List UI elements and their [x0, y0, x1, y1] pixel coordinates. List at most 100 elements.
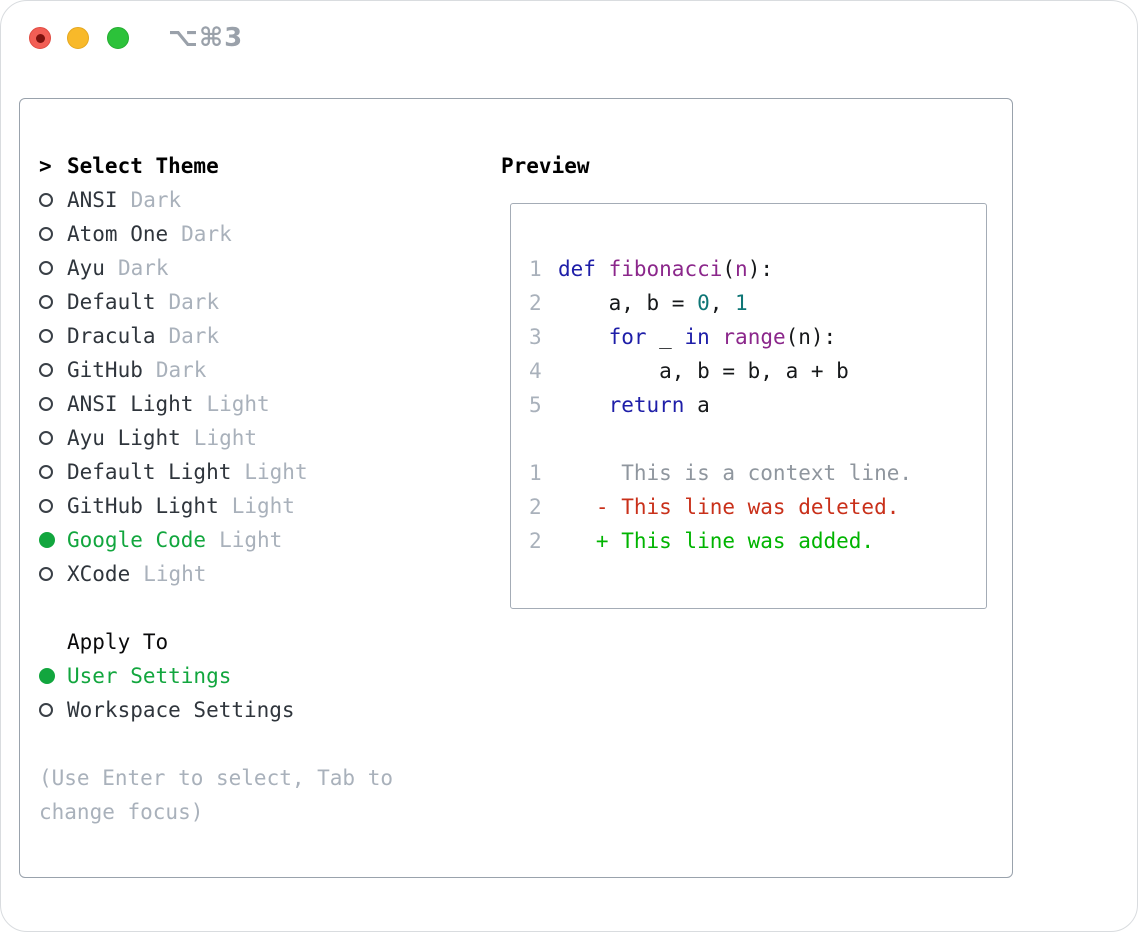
help-text-line-1: (Use Enter to select, Tab to [39, 766, 394, 790]
code-segment-pln: ): [747, 257, 773, 281]
radio-icon [39, 329, 53, 343]
select-theme-header: > Select Theme [39, 149, 393, 183]
code-segment-lit: 0 [697, 291, 710, 315]
radio-icon [39, 295, 53, 309]
theme-variant-label: Light [219, 528, 283, 552]
code-segment-ctx: This is a context line. [558, 461, 913, 485]
select-theme-title: Select Theme [67, 154, 219, 178]
code-segment-pln: _ [646, 325, 685, 349]
theme-option-marker [39, 193, 67, 207]
keyboard-shortcut-label: ⌥⌘3 [168, 23, 244, 53]
theme-option[interactable]: Google Code Light [39, 523, 393, 557]
theme-variant-label: Dark [168, 324, 220, 348]
preview-line: 2 - This line was deleted. [529, 490, 986, 524]
theme-option[interactable]: Dracula Dark [39, 319, 393, 353]
theme-option[interactable]: Default Light Light [39, 455, 393, 489]
preview-blank-line [529, 422, 986, 456]
theme-option-marker [39, 397, 67, 411]
apply-option-marker [39, 703, 67, 717]
code-segment-typ: n [735, 257, 748, 281]
theme-option[interactable]: Default Dark [39, 285, 393, 319]
apply-option-name: User Settings [67, 664, 232, 688]
theme-variant-label: Dark [181, 222, 232, 246]
line-number: 3 [529, 325, 542, 349]
theme-name: ANSI Light [67, 392, 194, 416]
line-content: + This line was added. [558, 529, 874, 553]
theme-name: XCode [67, 562, 131, 586]
radio-icon [39, 193, 53, 207]
preview-line: 1 This is a context line. [529, 456, 986, 490]
theme-name: GitHub Light [67, 494, 219, 518]
zoom-button[interactable] [107, 27, 129, 49]
radio-icon [39, 363, 53, 377]
code-segment-pln: , [709, 291, 736, 315]
theme-option-marker [39, 431, 67, 445]
theme-variant-label: Light [193, 426, 258, 450]
apply-to-option[interactable]: Workspace Settings [39, 693, 393, 727]
theme-name: Default Light [67, 460, 232, 484]
theme-name: ANSI [67, 188, 118, 212]
preview-line: 3 for _ in range(n): [529, 320, 986, 354]
code-segment-del: - This line was deleted. [558, 495, 900, 519]
line-number: 5 [529, 393, 542, 417]
theme-option-marker [39, 227, 67, 241]
theme-variant-label: Light [244, 460, 308, 484]
apply-option-marker [39, 668, 67, 684]
preview-line: 2 a, b = 0, 1 [529, 286, 986, 320]
theme-name: Default [67, 290, 156, 314]
spacer [39, 591, 393, 625]
theme-variant-label: Dark [155, 358, 207, 382]
theme-option-marker [39, 295, 67, 309]
theme-option-marker [39, 261, 67, 275]
code-segment-kw: return [608, 393, 685, 417]
line-content: for _ in range(n): [558, 325, 837, 349]
preview-line: 4 a, b = b, a + b [529, 354, 986, 388]
line-number: 1 [529, 257, 542, 281]
theme-option-marker [39, 363, 67, 377]
theme-variant-label: Dark [168, 290, 220, 314]
line-number: 2 [529, 495, 542, 519]
theme-option[interactable]: ANSI Dark [39, 183, 393, 217]
close-button[interactable] [29, 27, 51, 49]
code-segment-pln [710, 325, 723, 349]
apply-to-option[interactable]: User Settings [39, 659, 393, 693]
selection-cursor: > [39, 154, 52, 178]
code-segment-kw: def [558, 257, 596, 281]
code-segment-kw: for [608, 325, 647, 349]
code-segment-pln: (n): [785, 325, 837, 349]
apply-to-header: Apply To [39, 625, 393, 659]
code-segment-lit: 1 [735, 291, 748, 315]
preview-title: Preview [501, 154, 590, 178]
minimize-button[interactable] [67, 27, 89, 49]
code-segment-pln [558, 325, 609, 349]
radio-selected-icon [39, 668, 55, 684]
code-segment-typ: range [722, 325, 786, 349]
theme-name: Dracula [67, 324, 156, 348]
theme-name: Google Code [67, 528, 207, 552]
line-content: - This line was deleted. [558, 495, 899, 519]
radio-icon [39, 227, 53, 241]
radio-icon [39, 703, 53, 717]
code-segment-pln: ( [722, 257, 736, 281]
theme-variant-label: Light [143, 562, 207, 586]
theme-option-marker [39, 465, 67, 479]
theme-name: Ayu [67, 256, 105, 280]
radio-icon [39, 465, 53, 479]
line-content: a, b = 0, 1 [558, 291, 748, 315]
theme-option[interactable]: XCode Light [39, 557, 393, 591]
preview-line: 5 return a [529, 388, 986, 422]
code-segment-pln: a, b = [558, 291, 698, 315]
theme-variant-label: Dark [130, 188, 182, 212]
